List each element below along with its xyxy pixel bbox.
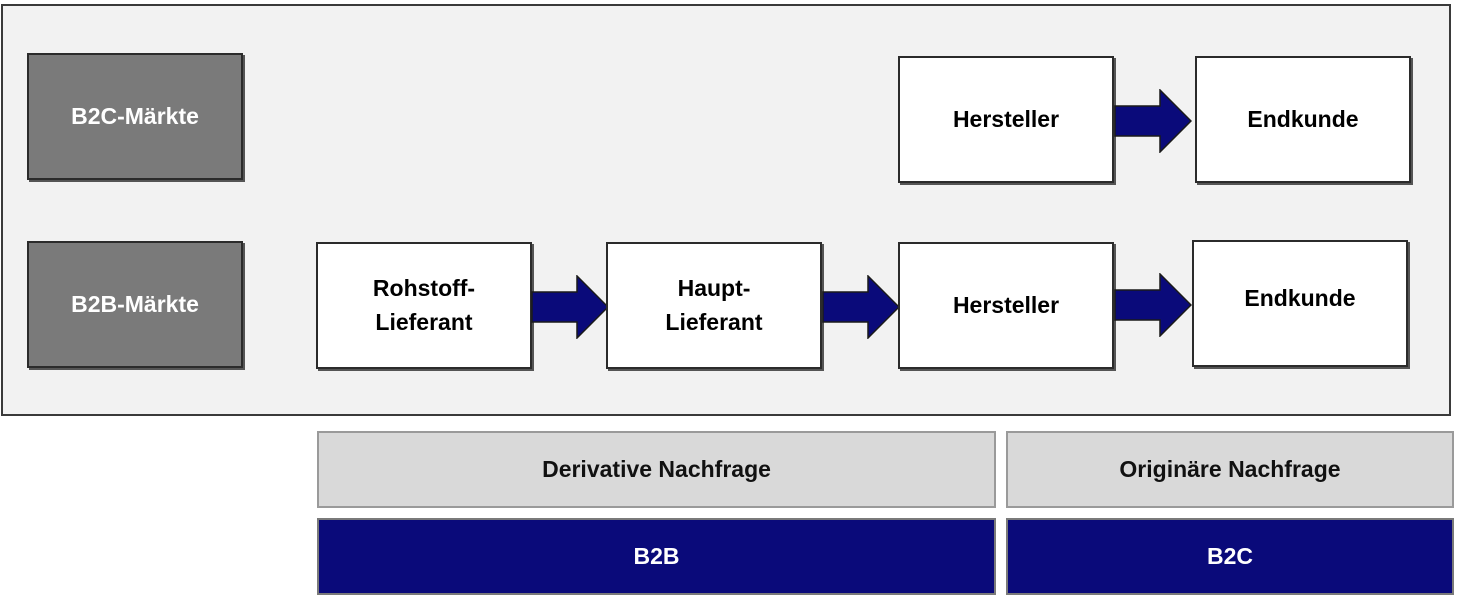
b2b-arrow-raw-to-main	[531, 275, 609, 339]
b2c-end-customer-box: Endkunde	[1195, 56, 1411, 183]
b2b-sector-band: B2B	[317, 518, 996, 595]
b2b-end-customer-box: Endkunde	[1192, 240, 1408, 367]
b2b-market-box: B2B-Märkte	[27, 241, 243, 368]
b2c-manufacturer-box: Hersteller	[898, 56, 1114, 183]
derivative-demand-band: Derivative Nachfrage	[317, 431, 996, 508]
b2b-arrow-main-to-manufacturer	[822, 275, 900, 339]
b2b-manufacturer-box: Hersteller	[898, 242, 1114, 369]
b2b-raw-material-supplier-box: Rohstoff- Lieferant	[316, 242, 532, 369]
b2c-sector-band: B2C	[1006, 518, 1454, 595]
original-demand-band: Originäre Nachfrage	[1006, 431, 1454, 508]
b2c-arrow-manufacturer-to-customer	[1114, 89, 1192, 153]
b2b-arrow-manufacturer-to-customer	[1114, 273, 1192, 337]
b2c-market-box: B2C-Märkte	[27, 53, 243, 180]
b2b-main-supplier-box: Haupt- Lieferant	[606, 242, 822, 369]
